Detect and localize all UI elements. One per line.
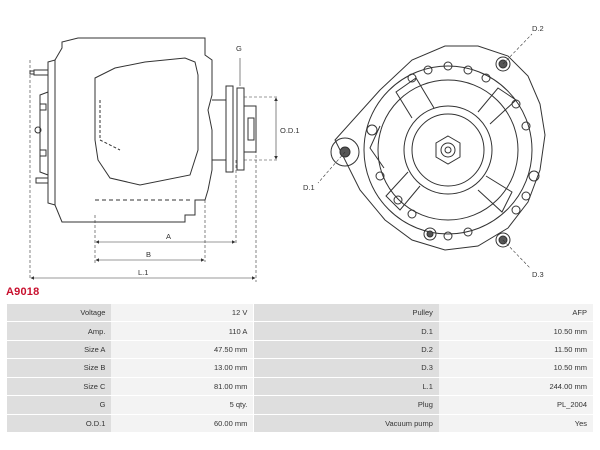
spec-value: PL_2004	[438, 396, 593, 414]
rear-cover	[47, 59, 56, 206]
spec-value: 244.00 mm	[438, 377, 593, 396]
table-row: O.D.1 60.00 mm Vacuum pump Yes	[7, 414, 593, 432]
label-a: A	[166, 232, 171, 241]
pulley-flange-2	[236, 87, 245, 171]
spec-label: Plug	[254, 396, 439, 414]
table-row: Voltage 12 V Pulley AFP	[7, 304, 593, 322]
mount-hole-d2	[495, 56, 511, 72]
spec-label: Voltage	[7, 304, 112, 322]
front-leaders	[317, 33, 533, 269]
fan-ring-outer	[363, 65, 533, 235]
spec-value: Yes	[438, 414, 593, 432]
spec-label: D.1	[254, 322, 439, 340]
spec-label: Size A	[7, 340, 112, 359]
spec-table: Voltage 12 V Pulley AFP Amp. 110 A D.1 1…	[7, 303, 593, 433]
rear-stud-bottom	[35, 177, 49, 184]
table-row: Size C 81.00 mm L.1 244.00 mm	[7, 377, 593, 396]
spec-value: AFP	[438, 304, 593, 322]
spec-value: 60.00 mm	[111, 414, 254, 432]
pulley-nut	[435, 135, 461, 165]
table-row: Size A 47.50 mm D.2 11.50 mm	[7, 340, 593, 359]
spec-value: 110 A	[111, 322, 254, 340]
alternator-housing	[54, 37, 213, 223]
spec-value: 81.00 mm	[111, 377, 254, 396]
label-g: G	[236, 44, 242, 53]
mount-ear-d1	[330, 137, 360, 167]
table-row: Size B 13.00 mm D.3 10.50 mm	[7, 359, 593, 377]
front-flange	[334, 45, 546, 251]
spec-label: D.3	[254, 359, 439, 377]
pulley-flange-1	[225, 85, 234, 173]
rotor-ring	[403, 105, 493, 195]
spec-label: L.1	[254, 377, 439, 396]
spec-value: 11.50 mm	[438, 340, 593, 359]
spec-label: Vacuum pump	[254, 414, 439, 432]
table-row: Amp. 110 A D.1 10.50 mm	[7, 322, 593, 340]
side-dimensions	[29, 58, 278, 282]
spec-label: Size C	[7, 377, 112, 396]
spec-label: Size B	[7, 359, 112, 377]
pulley-hub	[243, 105, 257, 153]
spec-label: Amp.	[7, 322, 112, 340]
mount-hole-d3	[495, 232, 511, 248]
spec-value: 13.00 mm	[111, 359, 254, 377]
label-d1: D.1	[303, 183, 315, 192]
technical-drawing: G O.D.1 A B L.1	[29, 24, 546, 282]
spec-value: 10.50 mm	[438, 322, 593, 340]
label-l1: L.1	[138, 268, 148, 277]
spec-label: O.D.1	[7, 414, 112, 432]
label-od1: O.D.1	[280, 126, 300, 135]
rear-stud-top	[33, 69, 49, 76]
label-d2: D.2	[532, 24, 544, 33]
front-view	[330, 45, 546, 251]
spec-value: 10.50 mm	[438, 359, 593, 377]
spec-label: G	[7, 396, 112, 414]
label-b: B	[146, 250, 151, 259]
spec-label: Pulley	[254, 304, 439, 322]
side-view	[29, 37, 257, 223]
label-d3: D.3	[532, 270, 544, 279]
table-row: G 5 qty. Plug PL_2004	[7, 396, 593, 414]
spec-value: 5 qty.	[111, 396, 254, 414]
spec-label: D.2	[254, 340, 439, 359]
spec-value: 47.50 mm	[111, 340, 254, 359]
part-code: A9018	[6, 286, 40, 298]
spec-value: 12 V	[111, 304, 254, 322]
